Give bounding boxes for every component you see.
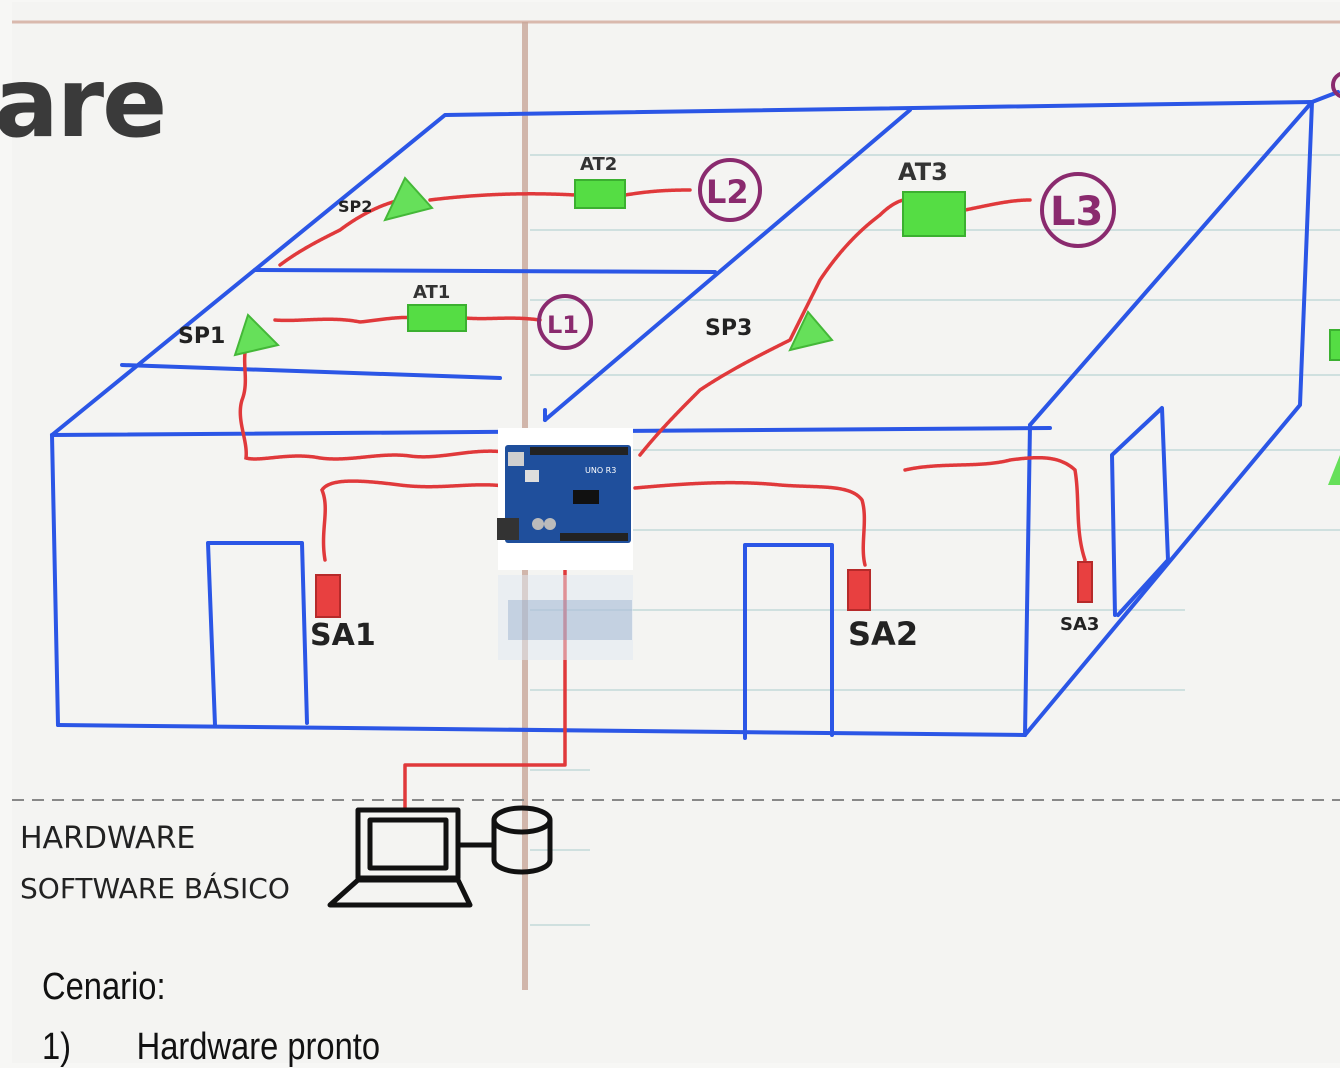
sensor-sa3: [1078, 562, 1092, 602]
label-sa1: SA1: [310, 618, 376, 653]
sensor-sa2: [848, 570, 870, 610]
list-item-number: 1): [42, 1028, 137, 1066]
board-label: UNO R3: [585, 466, 616, 475]
list-item: 1)Hardware pronto: [42, 1028, 380, 1066]
label-l2: L2: [706, 173, 749, 211]
label-sa2: SA2: [848, 615, 918, 653]
label-l1: L1: [547, 311, 579, 339]
actuator-at3: [903, 192, 965, 236]
actuator-right-edge: [1330, 330, 1340, 360]
label-sa3: SA3: [1060, 614, 1099, 635]
label-sp3: SP3: [705, 316, 752, 341]
actuator-at1: [408, 305, 466, 331]
label-software: SOFTWARE BÁSICO: [20, 871, 290, 905]
label-at3: AT3: [898, 158, 948, 186]
label-hardware: HARDWARE: [20, 821, 195, 856]
label-sp1: SP1: [178, 324, 225, 349]
label-l3: L3: [1050, 189, 1103, 235]
actuator-at2: [575, 180, 625, 208]
label-at1: AT1: [413, 282, 450, 303]
sensor-sa1: [316, 575, 340, 617]
list-item-text: Hardware pronto: [137, 1026, 380, 1068]
label-sp2: SP2: [338, 197, 372, 216]
scenario-label: Cenario:: [42, 968, 166, 1006]
slide-title: are: [0, 55, 165, 151]
arduino-board: UNO R3: [497, 428, 633, 660]
label-at2: AT2: [580, 154, 617, 175]
